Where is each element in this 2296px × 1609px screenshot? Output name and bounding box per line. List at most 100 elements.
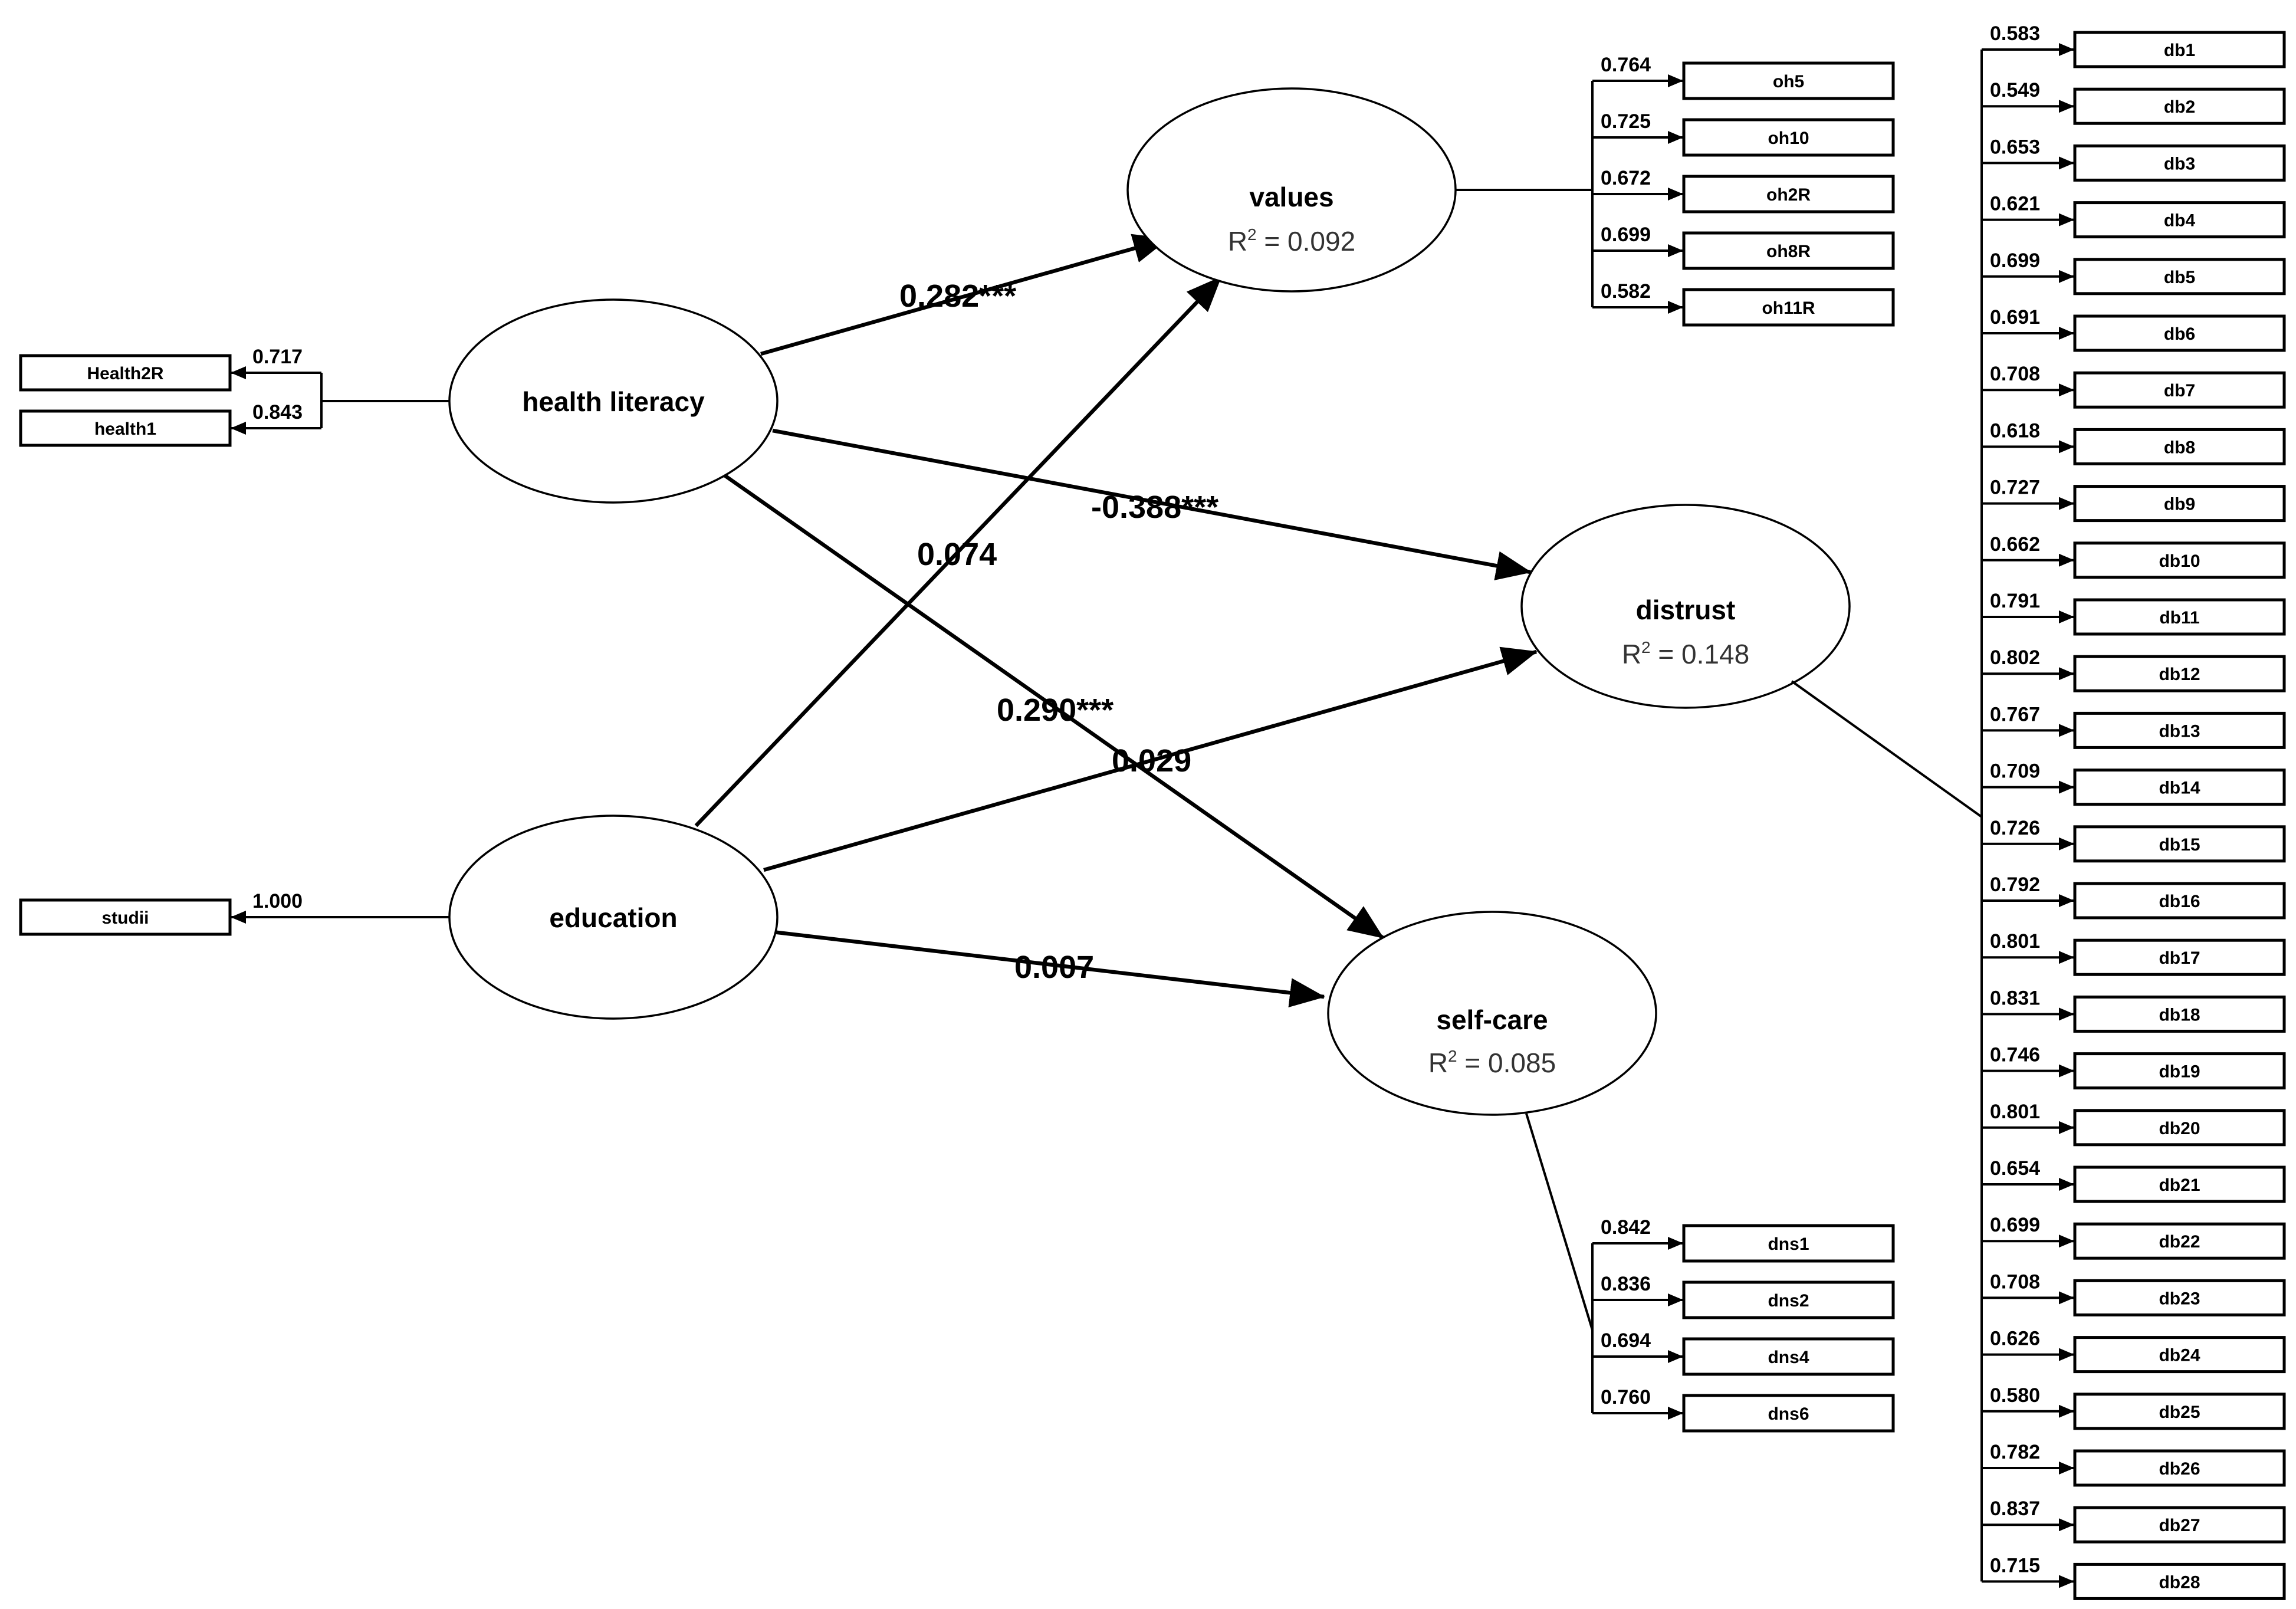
- indicator-box: [2073, 938, 2286, 976]
- indicator-box: [2073, 201, 2286, 239]
- loading-value: 0.843: [252, 401, 303, 423]
- indicator-label: db26: [2159, 1459, 2200, 1479]
- loading-value: 0.699: [1990, 249, 2040, 272]
- indicator-label: db2: [2164, 97, 2195, 117]
- latent-selfcare-ellipse: [1327, 911, 1657, 1116]
- indicator-box: [2073, 1393, 2286, 1430]
- latent-education-name: education: [549, 902, 677, 933]
- indicator-label: db17: [2159, 948, 2200, 968]
- path-health-to-values: [760, 234, 1169, 356]
- latent-connector: [1525, 1113, 1594, 1331]
- indicator-row: db18 0.831: [1982, 987, 2286, 1033]
- indicator-row: db10 0.662: [1982, 533, 2286, 579]
- latent-health-name: health literacy: [522, 386, 705, 417]
- coef-education-distrust: 0.029: [1112, 743, 1191, 779]
- indicator-label: db25: [2159, 1403, 2200, 1422]
- indicator-label: studii: [102, 908, 149, 928]
- indicator-label: db1: [2164, 41, 2195, 60]
- loading-value: 0.699: [1990, 1214, 2040, 1236]
- latent-distrust-ellipse: [1520, 504, 1851, 709]
- loading-value: 0.801: [1990, 930, 2040, 953]
- loading-value: 0.583: [1990, 22, 2040, 45]
- loading-value: 0.837: [1990, 1498, 2040, 1520]
- indicator-label: db14: [2159, 779, 2200, 798]
- indicator-box: [2073, 258, 2286, 295]
- indicator-box: [2073, 825, 2286, 863]
- indicator-box: [2073, 995, 2286, 1033]
- latent-distrust-r2: R2 = 0.148: [1622, 638, 1749, 669]
- indicator-box: [1682, 1280, 1895, 1319]
- loading-value: 0.831: [1990, 987, 2040, 1009]
- loading-value: 0.760: [1601, 1386, 1651, 1408]
- indicator-box: [2073, 541, 2286, 579]
- indicator-box: [1682, 118, 1895, 157]
- latent-selfcare-name: self-care: [1436, 1004, 1548, 1035]
- latent-values-r2: R2 = 0.092: [1228, 225, 1355, 257]
- indicator-label: oh2R: [1766, 185, 1811, 205]
- indicator-row: health1 0.843: [19, 401, 321, 447]
- indicator-label: db4: [2164, 211, 2196, 231]
- path-health-to-selfcare: [718, 470, 1384, 940]
- indicator-label: db16: [2159, 892, 2200, 911]
- loading-value: 0.626: [1990, 1328, 2040, 1350]
- loading-value: 0.767: [1990, 703, 2040, 725]
- loading-value: 0.717: [252, 346, 303, 368]
- indicator-label: health1: [94, 419, 156, 439]
- loading-value: 0.708: [1990, 1270, 2040, 1293]
- indicator-label: oh8R: [1766, 242, 1811, 261]
- indicator-box: [2073, 371, 2286, 409]
- loading-value: 0.709: [1990, 760, 2040, 783]
- indicator-box: [2073, 87, 2286, 125]
- indicator-label: db10: [2159, 551, 2200, 571]
- indicator-box: [19, 409, 232, 447]
- loading-value: 0.725: [1601, 110, 1651, 133]
- indicator-box: [2073, 1109, 2286, 1147]
- indicator-box: [1682, 1337, 1895, 1376]
- indicator-box: [2073, 1279, 2286, 1316]
- indicator-box: [2073, 31, 2286, 68]
- indicator-box: [19, 354, 232, 392]
- indicator-label: oh11R: [1762, 298, 1815, 318]
- latent-health-literacy: health literacy: [448, 298, 779, 504]
- loading-value: 0.791: [1990, 590, 2040, 612]
- indicator-label: db9: [2164, 495, 2195, 514]
- indicator-box: [2073, 655, 2286, 692]
- indicator-box: [2073, 485, 2286, 523]
- indicator-row: db14 0.709: [1982, 760, 2286, 806]
- loading-value: 0.653: [1990, 136, 2040, 158]
- indicator-box: [2073, 1506, 2286, 1544]
- loading-value: 0.662: [1990, 533, 2040, 556]
- path-coefficients: 0.282*** -0.388*** 0.074 0.290*** 0.029 …: [899, 278, 1218, 985]
- loading-value: 0.715: [1990, 1554, 2040, 1577]
- latent-connector: [1791, 680, 1983, 818]
- indicator-label: db18: [2159, 1005, 2200, 1024]
- coef-health-distrust: -0.388***: [1091, 490, 1218, 525]
- distrust-indicators: db10.583db20.549db30.653db40.621db50.699…: [1791, 22, 2286, 1600]
- indicator-row: db1 0.583: [1982, 22, 2286, 68]
- loading-value: 0.842: [1601, 1216, 1651, 1239]
- indicator-box: [1682, 1224, 1895, 1263]
- loading-value: 0.792: [1990, 874, 2040, 896]
- indicator-box: [2073, 1336, 2286, 1374]
